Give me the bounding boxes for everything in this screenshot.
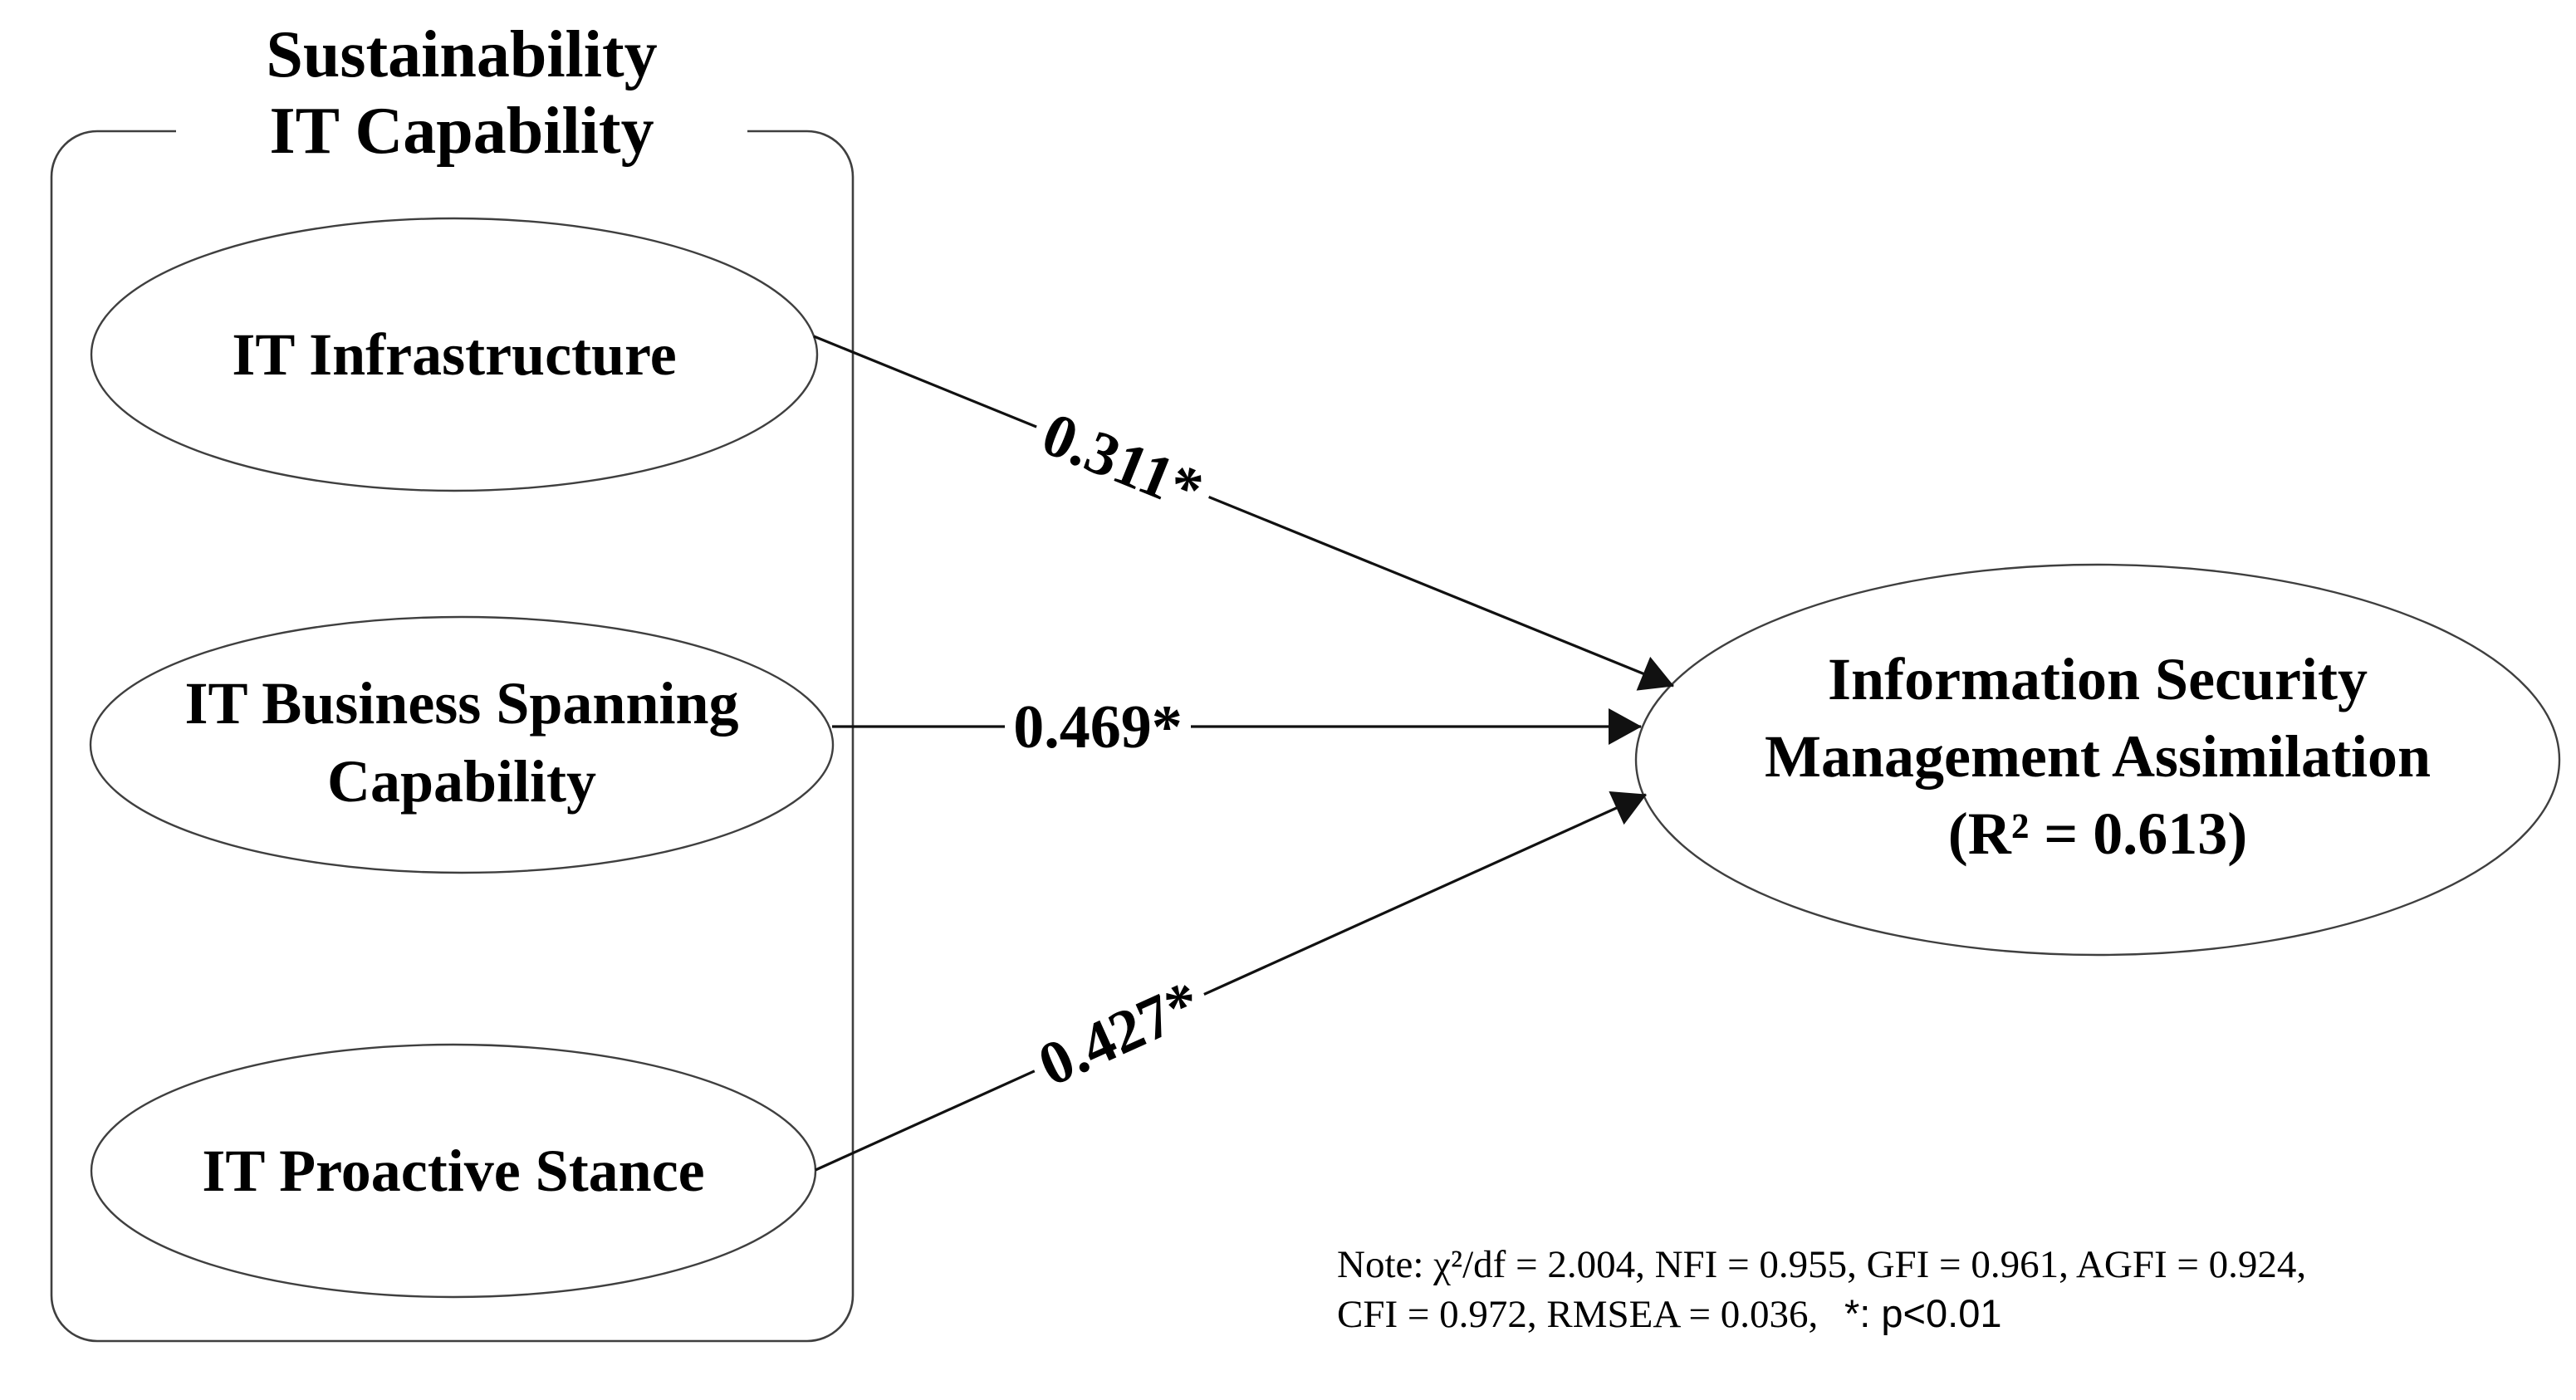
node-it-business-spanning <box>89 615 835 874</box>
fit-indices-note-line2-sans: *: p<0.01 <box>1844 1291 2001 1335</box>
node-isma <box>1634 563 2561 957</box>
group-title-mask <box>176 15 747 178</box>
path-coefficient-label-3: 0.427* <box>1029 968 1211 1099</box>
path-coefficient-group-1: 0.311* <box>1021 391 1224 532</box>
node-it-proactive-stance <box>90 1043 817 1299</box>
fit-indices-note-line2-serif: CFI = 0.972, RMSEA = 0.036, <box>1337 1293 1818 1336</box>
node-isma-label-line1: Information Security <box>1828 646 2368 712</box>
node-isma-label-line2: Management Assimilation <box>1765 723 2431 790</box>
path-coefficient-mask-2 <box>1005 688 1191 765</box>
path-coefficient-mask-3 <box>1018 959 1221 1107</box>
path-coefficient-label-2: 0.469* <box>1013 693 1183 761</box>
path-arrow-it-proactive-stance-to-isma <box>815 791 1647 1172</box>
path-coefficient-group-2: 0.469* <box>1005 688 1191 765</box>
path-coefficient-label-1: 0.311* <box>1033 400 1212 526</box>
node-it-infrastructure <box>90 217 819 492</box>
path-coefficient-mask-1 <box>1021 391 1224 532</box>
node-it-business-spanning-label-line1: IT Business Spanning <box>184 670 738 737</box>
node-isma-label-line3: (R² = 0.613) <box>1948 800 2248 867</box>
fit-indices-note-line2: CFI = 0.972, RMSEA = 0.036, *: p<0.01 <box>1337 1291 2001 1336</box>
node-it-infrastructure-label: IT Infrastructure <box>232 321 676 388</box>
node-it-business-spanning-label-line2: Capability <box>327 748 596 815</box>
fit-indices-note-line1: Note: χ²/df = 2.004, NFI = 0.955, GFI = … <box>1337 1243 2306 1286</box>
path-arrow-it-infrastructure-to-isma <box>813 335 1674 691</box>
path-coefficient-group-3: 0.427* <box>1018 959 1221 1107</box>
group-title-line1: Sustainability <box>266 18 657 91</box>
group-title-line2: IT Capability <box>269 95 654 168</box>
node-it-proactive-stance-label: IT Proactive Stance <box>202 1138 704 1204</box>
